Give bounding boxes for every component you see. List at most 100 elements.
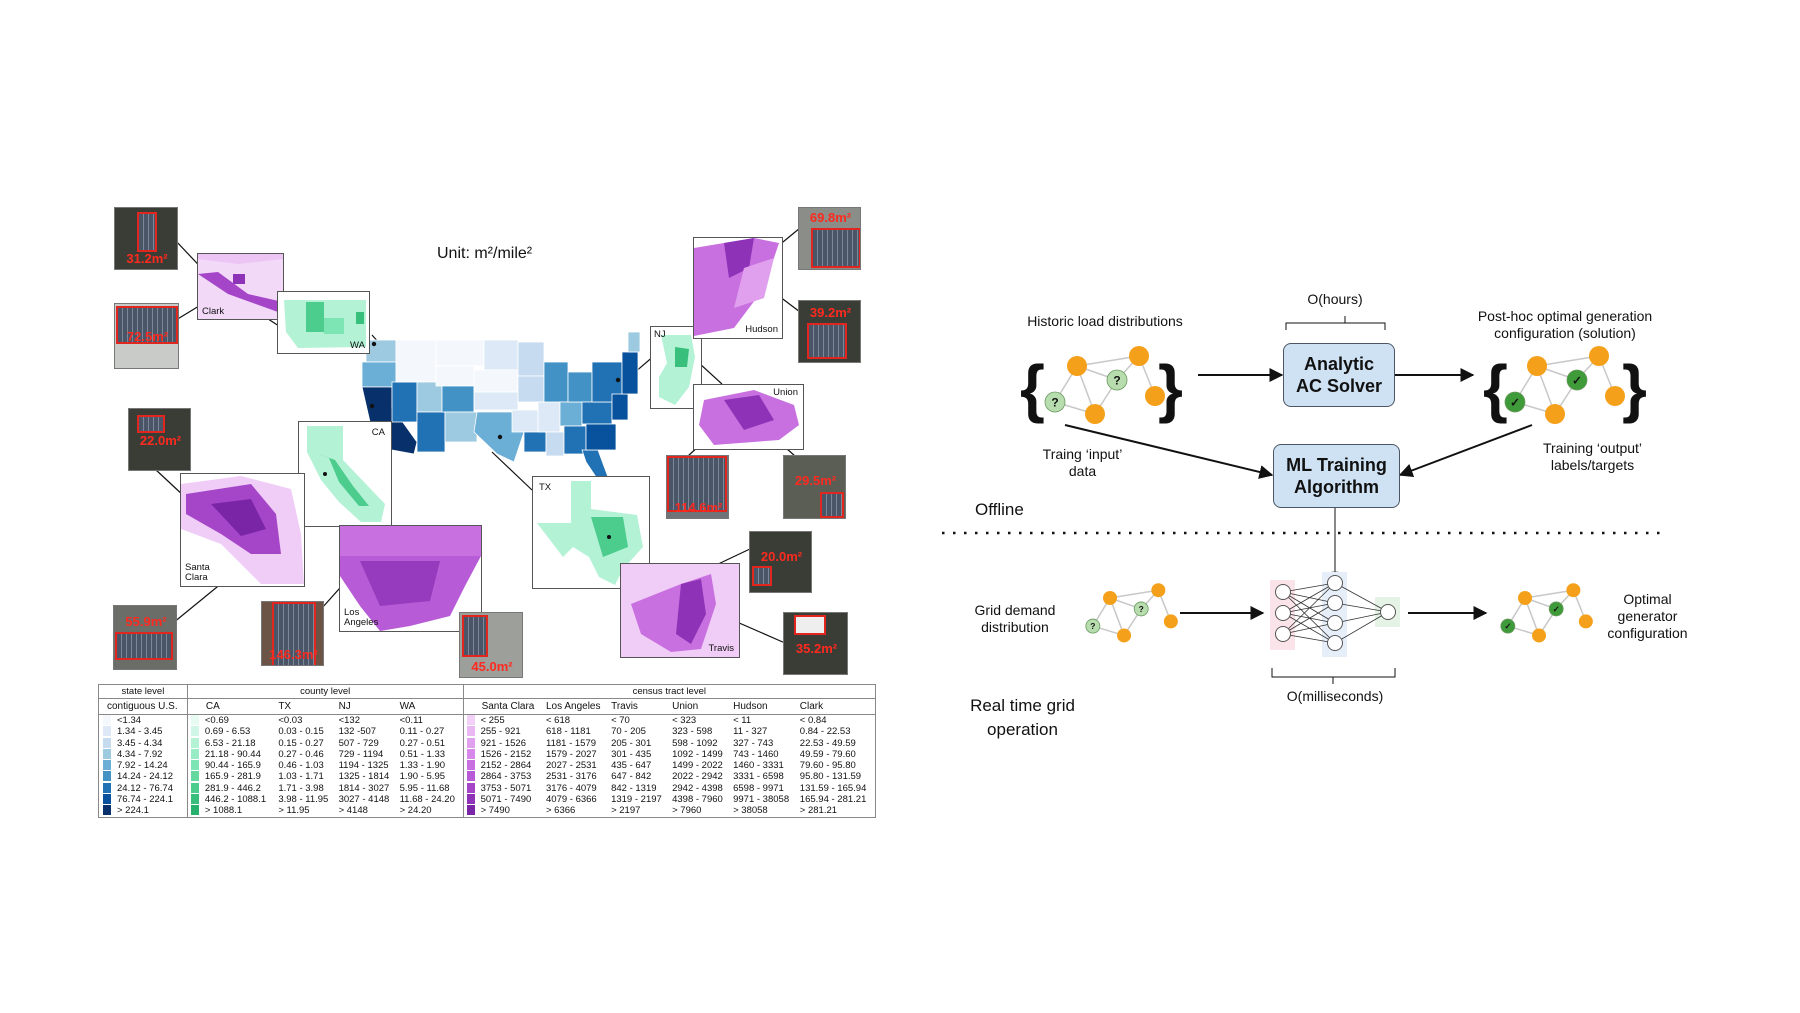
legend-value: 446.2 - 1088.1 — [204, 794, 267, 806]
legend-value: 90.44 - 165.9 — [204, 760, 261, 772]
svg-text:}: } — [1158, 352, 1183, 424]
legend-swatch — [103, 782, 111, 793]
inset-wa: WA — [277, 291, 370, 354]
solved-generator-node — [1504, 391, 1526, 413]
legend-swatch — [466, 715, 475, 725]
legend-swatch — [190, 726, 199, 737]
legend-value: > 4148 — [338, 805, 368, 817]
legend-value: 1.34 - 3.45 — [117, 726, 163, 738]
legend-value: 4398 - 7960 — [672, 794, 723, 806]
legend-value: 1.33 - 1.90 — [399, 760, 446, 772]
neuron — [1327, 595, 1343, 611]
legend-value: 1814 - 3027 — [338, 782, 390, 794]
legend-value: 1579 - 2027 — [546, 748, 597, 760]
legend-swatch — [103, 737, 111, 748]
analytic-ac-solver-box: Analytic AC Solver — [1283, 343, 1395, 407]
legend-value: 1181 - 1579 — [546, 737, 597, 749]
load-node — [1151, 583, 1166, 598]
legend-swatch — [190, 794, 199, 805]
legend-value: 1.71 - 3.98 — [278, 782, 324, 794]
legend-value: 165.9 - 281.9 — [204, 771, 261, 783]
inset-label-travis: Travis — [708, 643, 734, 654]
check-mark-icon: ✓ — [1553, 604, 1560, 614]
legend-value: 3753 - 5071 — [480, 782, 532, 794]
legend-value: 1319 - 2197 — [611, 794, 662, 806]
satellite-image: 55.9m² — [113, 605, 177, 670]
legend-value: < 618 — [546, 715, 571, 726]
historic-load-graph: ?? — [1044, 346, 1165, 424]
load-node — [1518, 591, 1532, 605]
legend-row: <1.34<0.69<0.03<132<0.11< 255< 618< 70< … — [99, 714, 876, 727]
legend-swatch — [190, 715, 199, 725]
legend-value: > 1088.1 — [204, 805, 243, 817]
legend-value: 0.84 - 22.53 — [799, 726, 851, 738]
legend-value: 1.03 - 1.71 — [278, 771, 324, 783]
legend-column-header: WA — [396, 698, 464, 715]
neuron — [1380, 604, 1396, 620]
legend-swatch — [466, 782, 475, 793]
legend-value: 76.74 - 224.1 — [117, 794, 173, 806]
legend-value: 131.59 - 165.94 — [799, 782, 867, 794]
legend-value: 21.18 - 90.44 — [204, 748, 261, 760]
satellite-image: 45.0m² — [459, 612, 523, 678]
legend-column-header: Union — [669, 698, 731, 715]
map-unit-title: Unit: m²/mile² — [437, 245, 533, 262]
legend-value: 3331 - 6598 — [733, 771, 784, 783]
legend-value: 647 - 842 — [611, 771, 652, 783]
ml-training-algorithm-box: ML Training Algorithm — [1273, 444, 1400, 508]
inset-tx: TX — [532, 476, 650, 589]
legend-value: 79.60 - 95.80 — [799, 760, 856, 772]
legend-value: 22.53 - 49.59 — [799, 737, 856, 749]
satellite-image: 29.5m² — [783, 455, 846, 519]
legend-value: 0.27 - 0.51 — [399, 737, 446, 749]
legend-value: 24.12 - 76.74 — [117, 782, 173, 794]
legend-value: <1.34 — [117, 715, 142, 726]
legend-value: 9971 - 38058 — [733, 794, 790, 806]
legend-value: 0.03 - 0.15 — [278, 726, 324, 738]
question-mark-icon: ? — [1090, 621, 1095, 631]
inset-ca: CA — [298, 421, 392, 527]
legend-swatch — [103, 805, 111, 816]
legend-swatch — [190, 782, 199, 793]
legend-table: state level county level census tract le… — [98, 684, 876, 818]
load-node — [1145, 386, 1165, 406]
svg-text:}: } — [1622, 352, 1647, 424]
unknown-generator-node — [1133, 601, 1149, 617]
question-mark-icon: ? — [1113, 374, 1120, 388]
unknown-generator-node — [1085, 618, 1101, 634]
legend-value: 2864 - 3753 — [480, 771, 532, 783]
load-node — [1085, 404, 1105, 424]
legend-value: 2022 - 2942 — [672, 771, 723, 783]
legend-group-county: county level — [186, 684, 464, 699]
legend-value: 5071 - 7490 — [480, 794, 532, 806]
legend-swatch — [103, 760, 111, 771]
inset-label-santa-clara: Santa Clara — [185, 562, 210, 583]
inset-label-clark: Clark — [202, 306, 225, 317]
o-milliseconds-label: O(milliseconds) — [1286, 688, 1384, 704]
legend-value: 6598 - 9971 — [733, 782, 784, 794]
optimal-config-graph: ✓✓ — [1500, 583, 1593, 643]
legend-swatch — [466, 805, 475, 816]
legend-value: 6.53 - 21.18 — [204, 737, 256, 749]
legend-value: 14.24 - 24.12 — [117, 771, 173, 783]
legend-value: > 6366 — [546, 805, 576, 817]
inset-label-wa: WA — [350, 340, 365, 351]
legend-value: <0.11 — [399, 715, 423, 726]
offline-label: Offline — [975, 500, 1024, 519]
legend-value: 11.68 - 24.20 — [399, 794, 455, 806]
legend-column-header: contiguous U.S. — [98, 698, 188, 715]
legend-value: < 0.84 — [799, 715, 827, 726]
grid-demand-graph: ?? — [1085, 583, 1178, 643]
unknown-generator-node — [1044, 391, 1066, 413]
inset-santa-clara: Santa Clara — [180, 473, 305, 587]
check-mark-icon: ✓ — [1572, 374, 1582, 388]
inset-los-angeles: Los Angeles — [339, 525, 482, 632]
legend-value: 205 - 301 — [611, 737, 652, 749]
legend-value: 3176 - 4079 — [546, 782, 597, 794]
legend-value: > 2197 — [611, 805, 641, 817]
legend-value: 1460 - 3331 — [733, 760, 784, 772]
inset-label-los-angeles: Los Angeles — [344, 607, 379, 628]
solved-generator-node — [1548, 601, 1564, 617]
